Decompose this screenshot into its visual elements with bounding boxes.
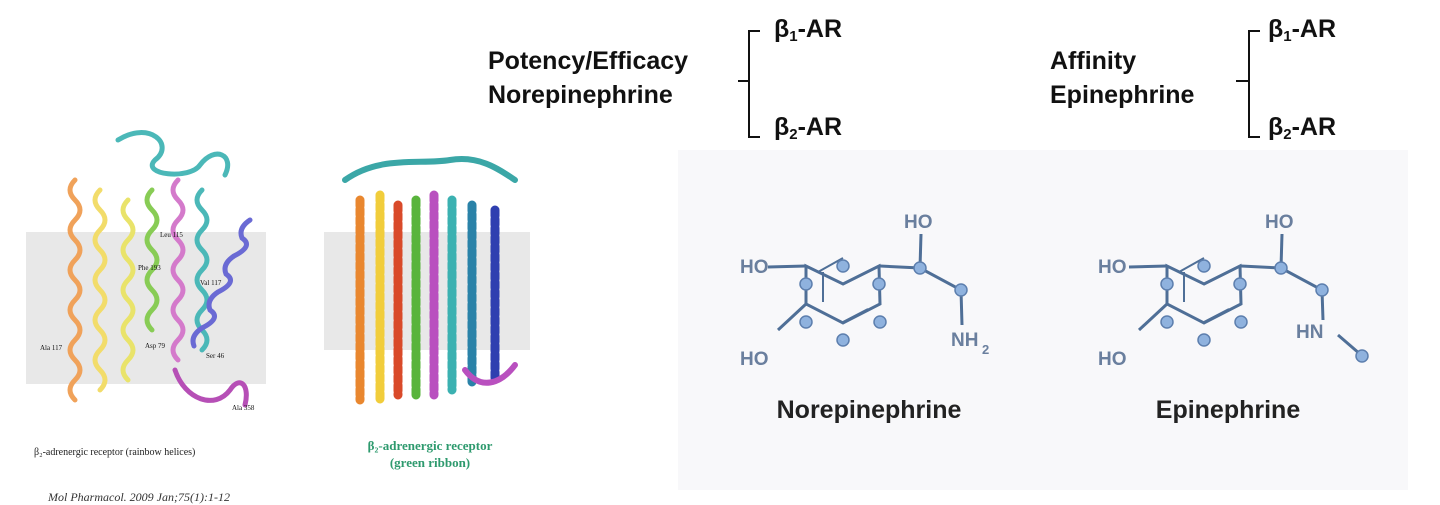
svg-text:Val 117: Val 117 <box>200 279 222 287</box>
group-line2: Epinephrine <box>1050 81 1195 109</box>
bond <box>767 264 807 269</box>
bond <box>1137 302 1169 332</box>
bond <box>776 302 808 332</box>
rainbow-helices <box>67 130 253 408</box>
bond <box>1337 333 1361 356</box>
beta2-ar-label: β2-AR <box>774 113 843 143</box>
citation: Mol Pharmacol. 2009 Jan;75(1):1-12 <box>48 490 230 504</box>
svg-text:Phe 193: Phe 193 <box>138 264 161 272</box>
ribbon-helices <box>342 156 518 405</box>
brace-tick <box>738 80 750 82</box>
benzene-ring <box>1165 263 1243 325</box>
group-line1: Affinity <box>1050 47 1137 75</box>
aromatic-bonds <box>817 257 869 323</box>
svg-text:HO: HO <box>1098 349 1127 370</box>
bond <box>1128 264 1168 269</box>
group-line2: Norepinephrine <box>488 81 673 109</box>
right-structure-caption: β₂-adrenergic receptor (green ribbon) <box>330 437 530 471</box>
svg-text:Ser 46: Ser 46 <box>206 352 225 360</box>
beta1-ar-label: β1-AR <box>1268 15 1337 45</box>
molecule-diagrams: HO HO HO NH 2 HO HO HO HN <box>740 212 1369 370</box>
residue-labels: Leu 115 Phe 193 Val 117 Ala 117 Asp 79 S… <box>40 231 255 412</box>
epinephrine-name: Epinephrine <box>1155 396 1301 424</box>
aromatic-bonds <box>1178 257 1230 323</box>
epinephrine-structure: HO HO HO HN <box>1098 212 1369 370</box>
atoms <box>1160 259 1369 363</box>
receptor-structures-figure: Leu 115 Phe 193 Val 117 Ala 117 Asp 79 S… <box>26 130 530 412</box>
group-line1: Potency/Efficacy <box>488 47 689 75</box>
side-chain <box>1240 264 1325 321</box>
caption-line1: β₂-adrenergic receptor <box>367 438 493 453</box>
norepinephrine-name: Norepinephrine <box>776 396 962 424</box>
svg-text:HO: HO <box>904 212 933 233</box>
svg-text:NH: NH <box>951 330 978 351</box>
svg-text:HO: HO <box>1265 212 1294 233</box>
brace <box>748 30 760 138</box>
group-label-1: Potency/Efficacy Norepinephrine <box>488 44 688 112</box>
svg-text:HO: HO <box>1098 257 1127 278</box>
svg-text:Leu 115: Leu 115 <box>160 231 183 239</box>
caption-line2: (green ribbon) <box>389 455 471 470</box>
atom-labels: HO HO HO NH 2 <box>740 212 989 370</box>
atoms <box>799 259 968 347</box>
membrane-band-left <box>26 232 266 384</box>
beta1-ar-label: β1-AR <box>774 15 843 45</box>
svg-text:Ala 358: Ala 358 <box>232 404 255 412</box>
svg-text:Ala 117: Ala 117 <box>40 344 63 352</box>
brace-tick <box>1236 80 1248 82</box>
svg-text:HO: HO <box>740 349 769 370</box>
beta2-ar-label: β2-AR <box>1268 113 1337 143</box>
svg-text:HO: HO <box>740 257 769 278</box>
group-label-2: Affinity Epinephrine <box>1050 44 1194 112</box>
brace <box>1248 30 1260 138</box>
left-structure-caption: β₂-adrenergic receptor (rainbow helices) <box>34 447 196 458</box>
norepinephrine-structure: HO HO HO NH 2 <box>740 212 989 370</box>
side-chain <box>879 264 964 326</box>
svg-text:2: 2 <box>982 342 989 357</box>
svg-text:Asp 79: Asp 79 <box>145 342 166 350</box>
svg-text:HN: HN <box>1296 322 1323 343</box>
atom-labels: HO HO HO HN <box>1098 212 1323 370</box>
benzene-ring <box>804 263 882 325</box>
